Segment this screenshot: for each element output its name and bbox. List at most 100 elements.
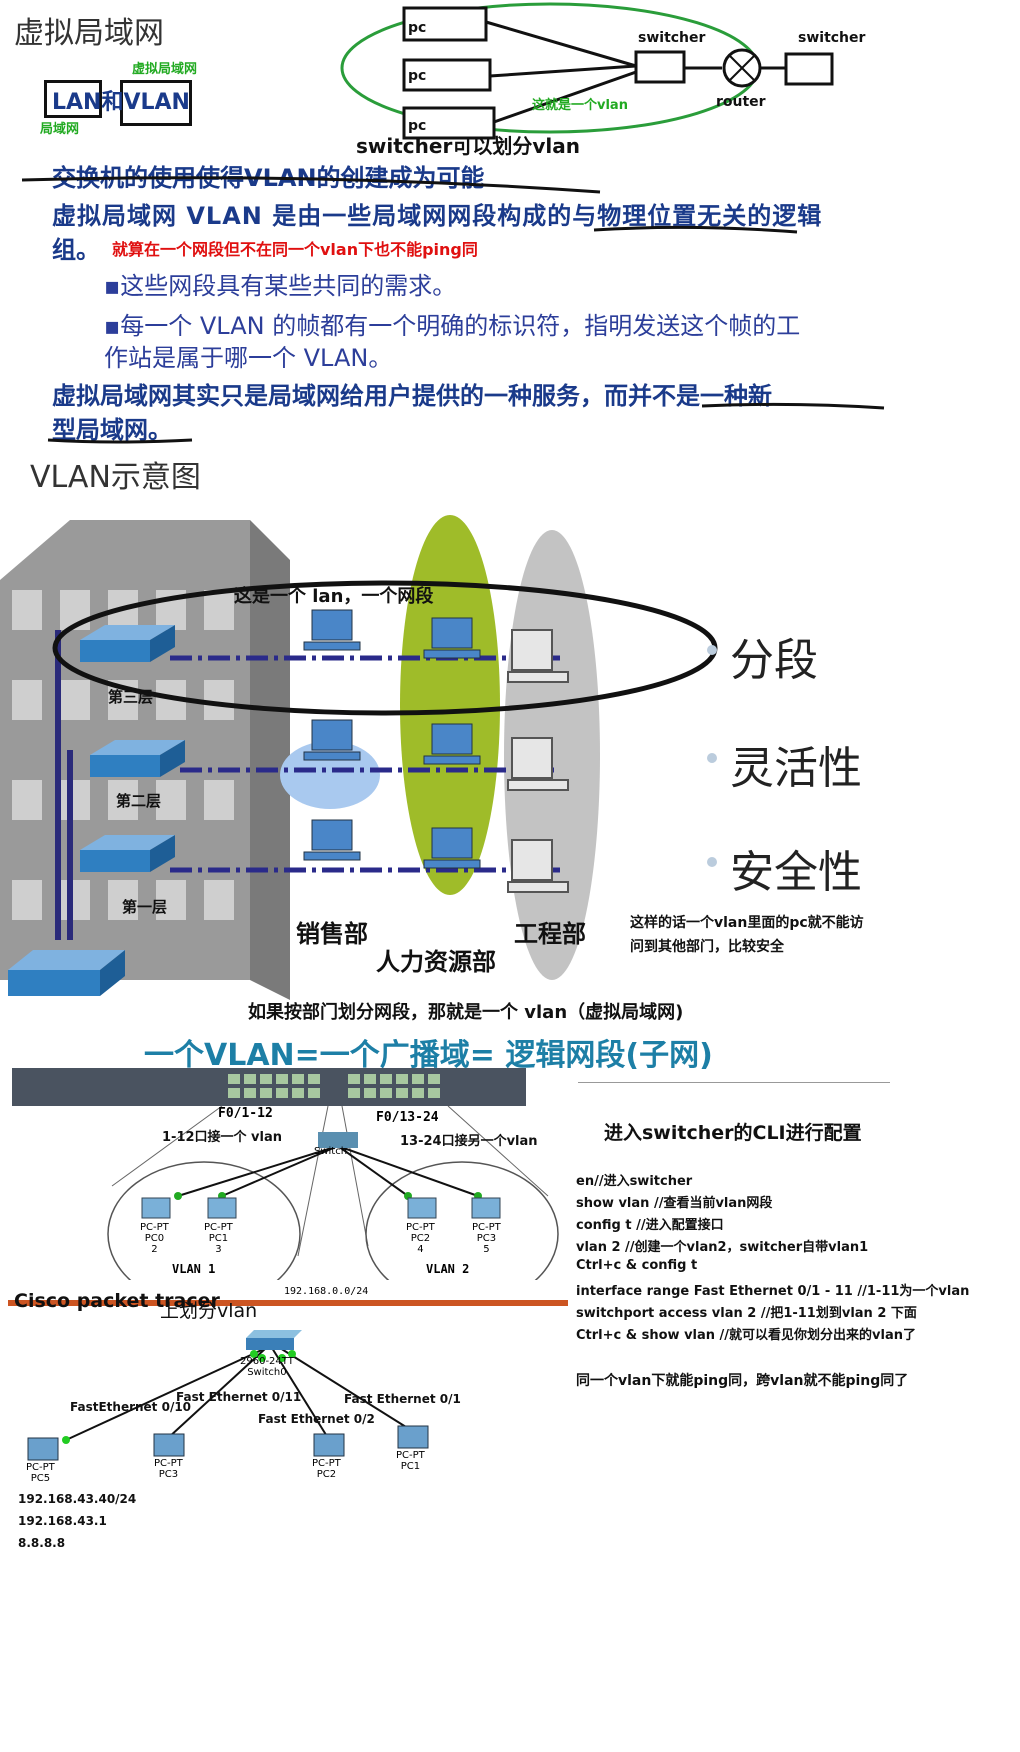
ip-address: 192.168.43.40/24: [18, 1492, 137, 1506]
cli-line: en//进入switcher: [576, 1174, 693, 1189]
pc-box-3: [402, 106, 496, 140]
engineering-dept-label: 工程部: [514, 920, 586, 948]
switch-floor2: [90, 740, 185, 777]
ping-summary: 同一个vlan下就能ping同，跨vlan就不能ping同了: [576, 1373, 909, 1389]
feature-security: 安全性: [730, 847, 862, 898]
vlan1-label: VLAN 1: [172, 1262, 216, 1276]
switcher-box: [634, 50, 686, 84]
lan-box: [44, 80, 102, 118]
switch-floor3: [80, 625, 175, 662]
packet-tracer-title: Cisco packet tracer: [14, 1290, 220, 1312]
port-range-right: F0/13-24: [376, 1110, 439, 1125]
hr-dept-oval: [400, 515, 500, 895]
underline-1: [21, 176, 601, 194]
pc-icon: [311, 609, 353, 641]
diagram-vlan-note: 这就是一个vlan: [532, 98, 628, 113]
network-topology-diagram: [340, 2, 834, 140]
lan-note: 局域网: [40, 122, 80, 137]
underline-3: [701, 402, 885, 410]
pc2-icon: [313, 1433, 345, 1457]
pc5-icon: [27, 1437, 59, 1461]
link-label-fe011: Fast Ethernet 0/11: [176, 1390, 302, 1404]
sales-dept-label: 销售部: [296, 920, 368, 948]
link-label-fe01: Fast Ethernet 0/1: [344, 1392, 461, 1406]
cli-commands: en//进入switcher show vlan //查看当前vlan网段 co…: [576, 1170, 1016, 1346]
switch-core: [8, 950, 125, 996]
link-label-fe010: FastEthernet 0/10: [70, 1400, 192, 1414]
pc3-icon: [153, 1433, 185, 1457]
vlan2-label: VLAN 2: [426, 1262, 470, 1276]
router-label: router: [716, 94, 766, 110]
dns-server: 8.8.8.8: [18, 1536, 66, 1550]
vlan-box: [120, 80, 192, 126]
pc-label-2: pc: [408, 68, 427, 84]
floor-1-label: 第一层: [122, 898, 168, 916]
vlan2-ellipse: [365, 1161, 559, 1306]
pc-box-2: [402, 58, 492, 92]
pc-label-1: pc: [408, 20, 427, 36]
cli-line: Ctrl+c & show vlan //就可以看见你划分出来的vlan了: [576, 1328, 917, 1343]
port-note-left: 1-12口接一个 vlan: [162, 1130, 283, 1145]
switch-floor1: [80, 835, 175, 872]
bullet-frame-identifier-2: 作站是属于哪一个 VLAN。: [104, 344, 393, 372]
vlan-diagram-title: VLAN示意图: [30, 460, 201, 495]
feature-segmentation: 分段: [730, 635, 818, 686]
cli-line: show vlan //查看当前vlan网段: [576, 1196, 773, 1211]
vlan-service-line1: 虚拟局域网其实只是局域网给用户提供的一种服务，而并不是一种新: [52, 382, 772, 410]
pc1-icon: [397, 1425, 429, 1449]
vlan-definition-line2: 组。: [52, 236, 100, 264]
cli-line: switchport access vlan 2 //把1-11划到vlan 2…: [576, 1306, 917, 1321]
lan-segment-note: 这是一个 lan，一个网段: [234, 586, 434, 607]
subnet-label: 192.168.0.0/24: [284, 1286, 369, 1297]
cli-line: config t //进入配置接口: [576, 1218, 724, 1233]
switch-port-diagram: [8, 1068, 568, 1306]
cli-line: Ctrl+c & config t: [576, 1258, 698, 1273]
diagram-caption: switcher可以划分vlan: [356, 134, 580, 158]
cli-line: vlan 2 //创建一个vlan2，switcher自带vlan1: [576, 1240, 869, 1255]
ping-note: 就算在一个网段但不在同一个vlan下也不能ping同: [112, 240, 478, 259]
port-range-left: F0/1-12: [218, 1106, 273, 1121]
security-note-line2: 问到其他部门，比较安全: [630, 939, 784, 955]
switcher-box-2: [784, 52, 834, 86]
switch-icon: [318, 1132, 358, 1148]
link-label-fe02: Fast Ethernet 0/2: [258, 1412, 375, 1426]
bullet-common-needs: ▪这些网段具有某些共同的需求。: [104, 272, 457, 300]
port-note-right: 13-24口接另一个vlan: [400, 1134, 538, 1149]
switcher-label: switcher: [638, 30, 706, 46]
dept-vlan-caption: 如果按部门划分网段，那就是一个 vlan（虚拟局域网): [248, 1002, 684, 1023]
floor-3-label: 第三层: [108, 688, 154, 706]
vlan-definition-line1: 虚拟局域网 VLAN 是由一些局域网网段构成的与物理位置无关的逻辑: [52, 202, 823, 230]
switch0-icon: [246, 1330, 302, 1350]
pc-label-3: pc: [408, 118, 427, 134]
pc-box-1: [402, 6, 488, 42]
hr-dept-label: 人力资源部: [376, 948, 496, 976]
page-title: 虚拟局域网: [14, 16, 164, 51]
section-vlan-intro: 虚拟局域网 LAN和VLAN 虚拟局域网 局域网 pc pc pc switch…: [0, 0, 1000, 500]
switch-label: Switch: [314, 1146, 348, 1157]
bullet-frame-identifier-1: ▪每一个 VLAN 的帧都有一个明确的标识符，指明发送这个帧的工: [104, 312, 801, 340]
cli-line: interface range Fast Ethernet 0/1 - 11 /…: [576, 1284, 970, 1299]
switcher-label-2: switcher: [798, 30, 866, 46]
broadcast-domain-heading: 一个VLAN=一个广播域= 逻辑网段(子网): [144, 1038, 713, 1073]
gateway: 192.168.43.1: [18, 1514, 107, 1528]
vlan-note: 虚拟局域网: [132, 62, 198, 77]
cli-heading: 进入switcher的CLI进行配置: [604, 1122, 862, 1144]
underline-2: [593, 225, 798, 234]
packet-tracer-topology: [27, 1330, 429, 1461]
feature-flexibility: 灵活性: [730, 743, 862, 794]
floor-2-label: 第二层: [116, 792, 162, 810]
vlan-service-line2: 型局域网。: [52, 416, 172, 444]
underline-4: [47, 438, 193, 444]
cli-divider: [578, 1082, 890, 1083]
switch-panel: [12, 1068, 526, 1106]
vlan1-ellipse: [107, 1161, 301, 1306]
